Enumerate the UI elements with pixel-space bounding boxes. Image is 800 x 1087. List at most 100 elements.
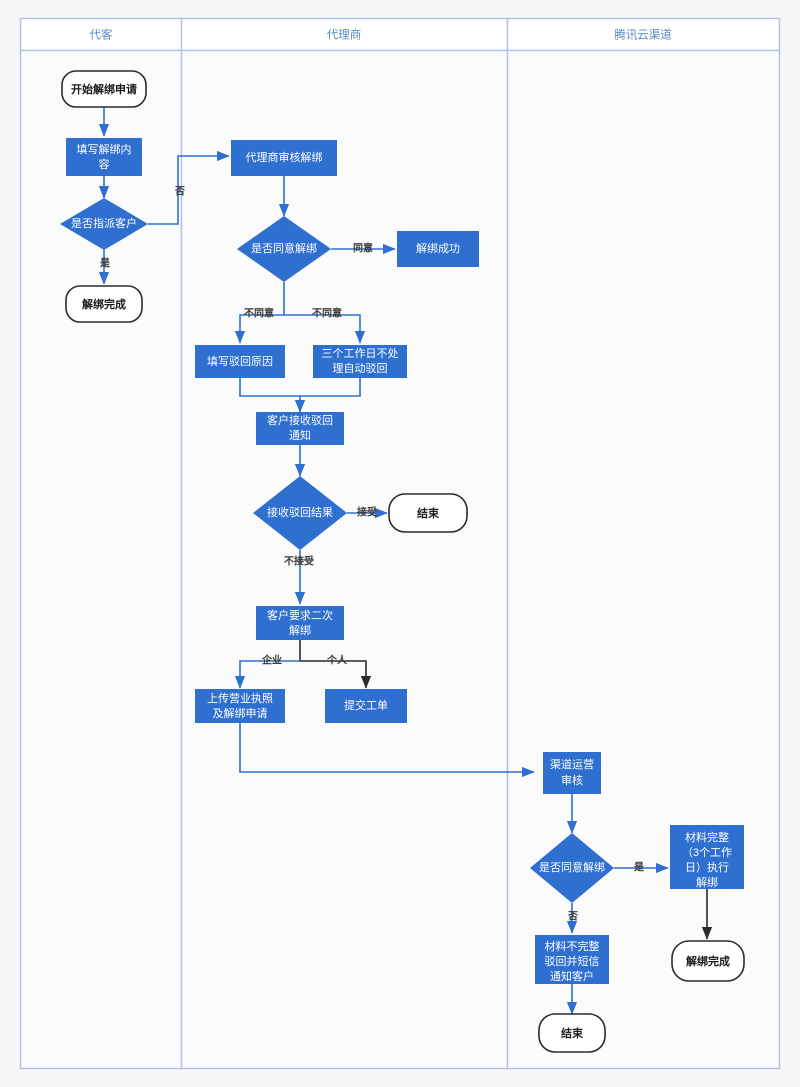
node-upload-license[interactable]: 上传营业执照 及解绑申请	[195, 689, 285, 723]
edge-label-yes-assign: 是	[99, 258, 110, 270]
node-channel-review[interactable]: 渠道运营 审核	[543, 752, 601, 794]
node-label-line1: 三个工作日不处	[322, 347, 399, 360]
process-shape	[195, 689, 285, 723]
edge-label-disagree-right: 不同意	[312, 307, 342, 320]
node-fill-reject-reason[interactable]: 填写驳回原因	[195, 345, 285, 378]
edge-label-yes-channel: 是	[633, 862, 644, 874]
node-end-2[interactable]: 结束	[538, 1013, 606, 1053]
edge-label-disagree-left: 不同意	[244, 307, 274, 320]
node-label: 是否同意解绑	[539, 860, 605, 874]
terminator-shape	[388, 493, 468, 533]
node-label-line2: 解绑	[289, 623, 311, 637]
terminator-shape	[538, 1013, 606, 1053]
edge-label-individual: 个人	[326, 654, 348, 667]
node-label: 开始解绑申请	[71, 82, 137, 96]
node-label: 是否指派客户	[71, 216, 137, 230]
edge-label-no-assign: 否	[174, 186, 185, 198]
node-label-line2: 容	[99, 157, 110, 171]
edge-enterprise	[234, 660, 300, 689]
decision-shape	[530, 833, 614, 903]
node-start-apply[interactable]: 开始解绑申请	[61, 70, 147, 108]
lane-body-agent	[180, 49, 509, 1070]
node-material-incomplete[interactable]: 材料不完整 驳回并短信 通知客户	[535, 935, 609, 984]
node-receive-reject-result[interactable]: 接收驳回结果	[253, 476, 347, 550]
node-agree-unbind-2[interactable]: 是否同意解绑	[530, 833, 614, 903]
lane-label-agent: 代理商	[327, 28, 362, 42]
node-label: 结束	[560, 1026, 584, 1040]
edge-label-enterprise: 企业	[261, 654, 282, 667]
process-shape	[543, 752, 601, 794]
node-label: 是否同意解绑	[251, 241, 317, 255]
node-unbind-done-2[interactable]: 解绑完成	[671, 940, 745, 982]
edge-label-agree: 同意	[353, 242, 373, 255]
node-label-line1: 渠道运营	[550, 757, 594, 771]
edge-label-accept: 接受	[357, 506, 377, 519]
edge-disagree-right	[284, 314, 366, 344]
process-shape	[66, 138, 142, 176]
node-customer-receive-reject[interactable]: 客户接收驳回 通知	[256, 412, 344, 445]
process-shape	[195, 345, 285, 378]
node-label-line1: 客户接收驳回	[267, 413, 333, 427]
edge-upload-to-channel	[239, 722, 535, 778]
node-second-unbind[interactable]: 客户要求二次 解绑	[256, 606, 344, 640]
node-submit-ticket[interactable]: 提交工单	[325, 689, 407, 723]
node-label-line1: 材料不完整	[545, 939, 600, 953]
node-label-line4: 解绑	[696, 875, 718, 889]
process-shape	[256, 412, 344, 445]
node-unbind-success[interactable]: 解绑成功	[397, 231, 479, 267]
node-label-line1: 材料完整	[685, 830, 729, 844]
lane-label-customer: 代客	[90, 28, 113, 42]
node-agent-review[interactable]: 代理商审核解绑	[231, 140, 337, 176]
node-label-line1: 上传营业执照	[207, 691, 273, 705]
process-shape	[325, 689, 407, 723]
edge-reason-to-notice	[239, 378, 306, 413]
node-label-line2: 及解绑申请	[213, 706, 268, 720]
node-label-line3: 日）执行	[685, 860, 729, 874]
edge-labels: 否 是 同意 不同意 不同意 接受 不接受 企业 个人 是 否	[99, 186, 644, 923]
node-label: 解绑完成	[82, 297, 126, 311]
node-label: 解绑成功	[416, 241, 460, 255]
node-label: 接收驳回结果	[267, 505, 333, 519]
node-material-complete[interactable]: 材料完整 （3个工作 日）执行 解绑	[670, 825, 744, 889]
decision-shape	[60, 198, 148, 250]
decision-shape	[237, 216, 331, 282]
process-shape	[397, 231, 479, 267]
lane-header-customer	[19, 17, 183, 52]
node-unbind-done-1[interactable]: 解绑完成	[65, 285, 143, 323]
process-shape	[670, 825, 744, 889]
node-assign-customer[interactable]: 是否指派客户	[60, 198, 148, 250]
edge-label-not-accept: 不接受	[284, 555, 314, 568]
process-shape	[231, 140, 337, 176]
node-fill-content[interactable]: 填写解绑内 容	[66, 138, 142, 176]
node-auto-reject[interactable]: 三个工作日不处 理自动驳回	[313, 345, 407, 378]
lane-label-tencent: 腾讯云渠道	[614, 28, 672, 42]
process-shape	[256, 606, 344, 640]
node-label-line2: （3个工作	[682, 846, 732, 859]
node-end-1[interactable]: 结束	[388, 493, 468, 533]
terminator-shape	[671, 940, 745, 982]
swimlane-bodies	[19, 49, 781, 1070]
node-agree-unbind[interactable]: 是否同意解绑	[237, 216, 331, 282]
node-label-line2: 审核	[561, 773, 583, 787]
connectors	[98, 107, 713, 1015]
lane-body-tencent	[506, 49, 781, 1070]
edge-individual	[300, 660, 372, 689]
node-label: 解绑完成	[686, 954, 730, 968]
node-label: 代理商审核解绑	[246, 150, 323, 164]
edge-assign-no-to-review	[148, 150, 230, 225]
swimlane-headers: 代客 代理商 腾讯云渠道	[19, 17, 781, 52]
node-label-line1: 客户要求二次	[267, 608, 333, 622]
node-label: 填写驳回原因	[207, 354, 273, 368]
node-label-line1: 填写解绑内	[77, 142, 132, 156]
node-label-line3: 通知客户	[550, 969, 594, 983]
node-label: 结束	[416, 506, 440, 520]
node-label-line2: 理自动驳回	[333, 362, 388, 375]
process-shape	[313, 345, 407, 378]
edge-disagree-left	[234, 314, 284, 344]
decision-shape	[253, 476, 347, 550]
node-label: 提交工单	[344, 698, 388, 712]
edge-auto-to-notice	[300, 378, 361, 397]
node-label-line2: 驳回并短信	[545, 954, 600, 968]
